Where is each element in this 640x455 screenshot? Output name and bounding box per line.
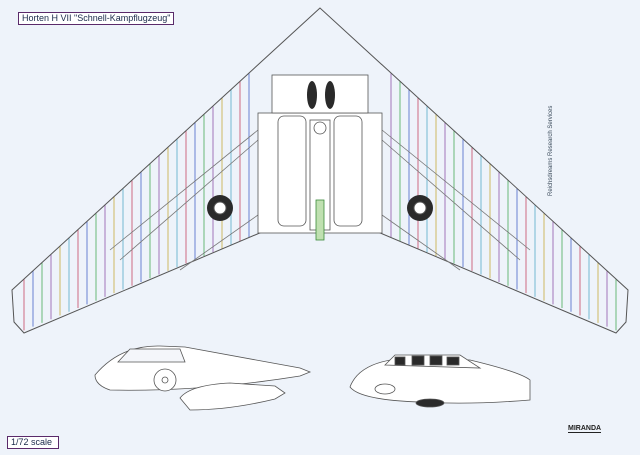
side-view-fuselage <box>94 345 312 411</box>
center-section <box>257 74 383 241</box>
miranda-logo: MIRANDA <box>568 425 602 433</box>
scale-label: 1/72 scale <box>7 436 59 449</box>
drawing-title: Horten H VII "Schnell-Kampflugzeug" <box>18 12 175 25</box>
credit-text: Reichsdreams Research Services <box>548 105 554 196</box>
landing-gear <box>207 81 433 221</box>
wing-spars <box>23 73 617 331</box>
wing-struts <box>109 129 531 271</box>
front-view-fuselage <box>349 354 531 408</box>
